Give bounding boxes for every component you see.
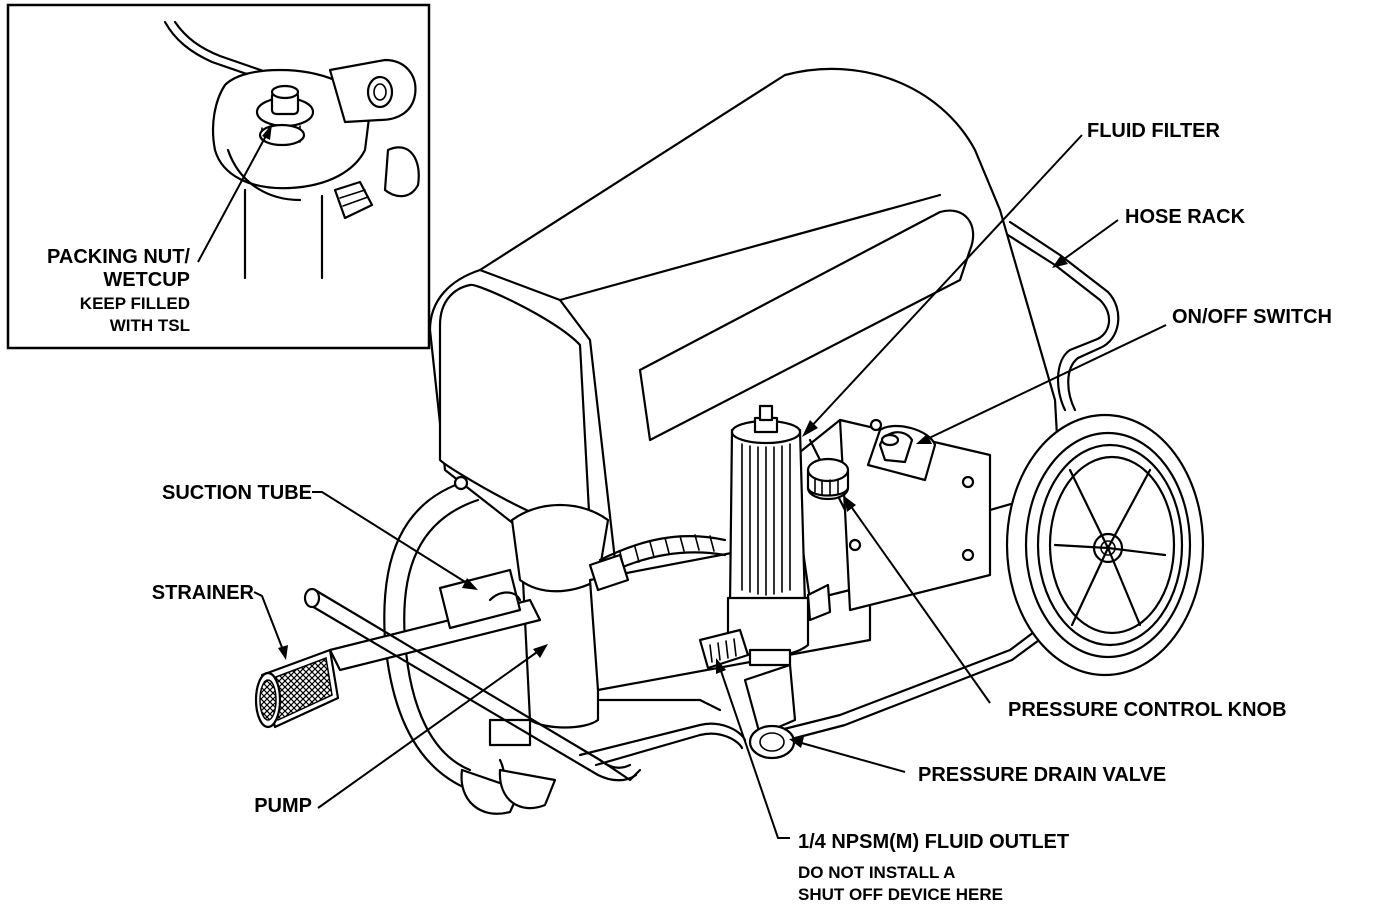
strainer-label: STRAINER (152, 582, 255, 604)
pressure-hose-drawing (588, 534, 727, 592)
fluid-outlet-label: 1/4 NPSM(M) FLUID OUTLET (798, 831, 1069, 853)
handle-bar-drawing (303, 587, 642, 815)
pressure-knob-leader (849, 504, 991, 704)
strainer-arrowhead (278, 645, 288, 660)
on-off-switch-label: ON/OFF SWITCH (1172, 306, 1332, 328)
fluid-filter-leader (807, 134, 1083, 431)
callout-labels: FLUID FILTER HOSE RACK ON/OFF SWITCH SUC… (152, 120, 1332, 904)
inset-pump-head-drawing (163, 20, 420, 280)
pressure-knob-arrowhead (844, 496, 856, 512)
suction-tube-arrowhead (462, 578, 478, 590)
hose-rack-arrowhead (1052, 255, 1068, 268)
packing-nut-note-line1: KEEP FILLED (80, 294, 190, 313)
pressure-drain-valve-label: PRESSURE DRAIN VALVE (918, 764, 1166, 786)
hose-rack-frame (778, 220, 1120, 744)
strainer-leader (253, 591, 284, 651)
fluid-filter-drawing (726, 404, 832, 667)
fluid-filter-label: FLUID FILTER (1087, 120, 1220, 142)
inset-panel: PACKING NUT/ WETCUP KEEP FILLED WITH TSL (6, 3, 431, 350)
pump-arrowhead (533, 644, 548, 658)
fluid-filter-arrowhead (802, 420, 818, 437)
suction-tube-leader (312, 491, 471, 586)
hose-rack-label: HOSE RACK (1125, 206, 1246, 228)
suction-tube-drawing (328, 568, 542, 672)
pressure-control-knob-label: PRESSURE CONTROL KNOB (1008, 699, 1287, 721)
pump-label: PUMP (254, 795, 312, 817)
packing-nut-label-line2: WETCUP (103, 269, 190, 291)
packing-nut-arrowhead (262, 124, 272, 140)
suction-tube-label: SUCTION TUBE (162, 482, 312, 504)
packing-nut-leader (197, 131, 269, 263)
fluid-outlet-leader (719, 667, 790, 839)
strainer-drawing (254, 648, 340, 729)
drain-valve-leader (797, 741, 906, 773)
hose-rack-leader (1059, 219, 1119, 263)
packing-nut-note-line2: WITH TSL (110, 316, 190, 335)
drain-valve-drawing (698, 628, 797, 760)
on-off-switch-drawing (866, 425, 937, 482)
drain-valve-arrowhead (789, 737, 804, 748)
fluid-outlet-note-line2: SHUT OFF DEVICE HERE (798, 885, 1003, 904)
wheel-drawing (1005, 413, 1205, 677)
on-off-switch-arrowhead (916, 434, 932, 444)
on-off-switch-leader (924, 324, 1167, 441)
inset-border (6, 3, 431, 350)
pump-leader (317, 649, 541, 809)
pressure-knob-drawing (806, 457, 850, 501)
fluid-outlet-note-line1: DO NOT INSTALL A (798, 863, 955, 882)
packing-nut-label-line1: PACKING NUT/ (47, 246, 190, 268)
sprayer-unit-drawing (254, 67, 1205, 815)
callout-leaders (253, 134, 1167, 839)
fluid-outlet-arrowhead (716, 658, 726, 674)
